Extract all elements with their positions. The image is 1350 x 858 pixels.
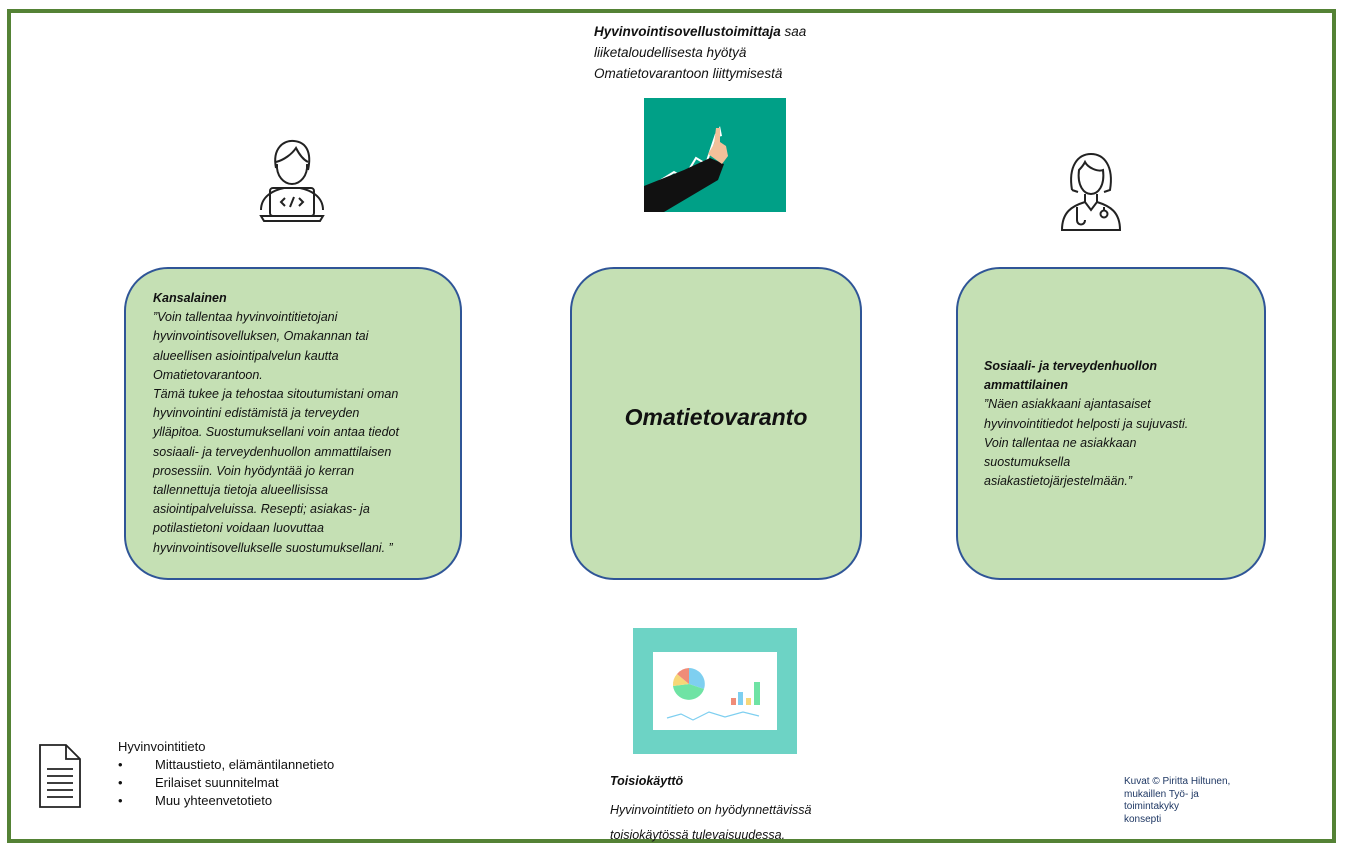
citizen-line: hyvinvointini edistämistä ja terveyden [153, 406, 360, 421]
citizen-line: potilastietoni voidaan luovuttaa [153, 521, 324, 536]
citizen-line: prosessiin. Voin hyödyntää jo kerran [153, 463, 355, 478]
professional-line: suostumuksella [984, 455, 1071, 470]
citizen-line: hyvinvointisovelluksen, Omakannan tai [153, 329, 369, 344]
center-title: Omatietovaranto [624, 404, 808, 430]
secondary-use-text: Toisiokäyttö Hyvinvointitieto on hyödynn… [610, 774, 930, 848]
professional-text: Sosiaali- ja terveydenhuollon ammattilai… [984, 357, 1264, 491]
legend-item: Erilaiset suunnitelmat [118, 774, 334, 792]
dashboard-chart-icon [633, 628, 797, 754]
professional-line: ”Näen asiakkaani ajantasaiset [984, 397, 1151, 412]
legend-list: Mittaustieto, elämäntilannetieto Erilais… [118, 756, 334, 810]
document-icon [39, 744, 81, 808]
professional-box [956, 267, 1266, 580]
image-credits: Kuvat © Piritta Hiltunen, mukaillen Työ-… [1124, 776, 1230, 826]
secondary-use-title: Toisiokäyttö [610, 774, 684, 788]
credits-line: toimintakyky [1124, 801, 1180, 812]
citizen-line: Omatietovarantoon. [153, 367, 263, 382]
credits-line: mukaillen Työ- ja [1124, 788, 1199, 800]
provider-text: Hyvinvointisovellustoimittaja saa liiket… [594, 21, 894, 84]
credits-line: konsepti [1124, 813, 1162, 825]
citizen-title: Kansalainen [153, 291, 227, 305]
legend-item: Muu yhteenvetotieto [118, 792, 334, 810]
growth-chart-hand-icon [644, 98, 786, 212]
person-laptop-icon [259, 139, 325, 222]
provider-line2: liiketaloudellisesta hyötyä [594, 45, 747, 60]
professional-title-line1: Sosiaali- ja terveydenhuollon [984, 359, 1157, 373]
professional-line: hyvinvointitiedot helposti ja sujuvasti. [984, 416, 1189, 431]
citizen-line: ”Voin tallentaa hyvinvointitietojani [153, 310, 338, 325]
citizen-box [124, 267, 462, 580]
secondary-use-line2: toisiokäytössä tulevaisuudessa. [610, 828, 786, 842]
citizen-line: tallennettuja tietoja alueellisissa [153, 483, 329, 498]
diagram-frame [7, 9, 1336, 843]
citizen-line: ylläpitoa. Suostumuksellani voin antaa t… [153, 425, 399, 440]
citizen-line: alueellisen asiointipalvelun kautta [153, 348, 339, 363]
legend-item: Mittaustieto, elämäntilannetieto [118, 756, 334, 774]
citizen-text: Kansalainen ”Voin tallentaa hyvinvointit… [153, 289, 453, 558]
secondary-use-line1: Hyvinvointitieto on hyödynnettävissä [610, 803, 812, 817]
citizen-line: asiointipalveluissa. Resepti; asiakas- j… [153, 502, 370, 517]
citizen-line: hyvinvointisovellukselle suostumuksellan… [153, 540, 393, 555]
female-doctor-icon [1060, 152, 1122, 231]
provider-line3: Omatietovarantoon liittymisestä [594, 66, 783, 81]
provider-line1-rest: saa [780, 24, 807, 39]
professional-line: asiakastietojärjestelmään.” [984, 474, 1132, 489]
citizen-line: sosiaali- ja terveydenhuollon ammattilai… [153, 444, 392, 459]
citizen-line: Tämä tukee ja tehostaa sitoutumistani om… [153, 387, 399, 402]
professional-line: Voin tallentaa ne asiakkaan [984, 435, 1137, 450]
legend: Hyvinvointitieto Mittaustieto, elämäntil… [118, 738, 334, 810]
legend-title: Hyvinvointitieto [118, 739, 206, 754]
center-box [570, 267, 862, 580]
credits-line: Kuvat © Piritta Hiltunen, [1124, 776, 1231, 787]
provider-title: Hyvinvointisovellustoimittaja [594, 24, 781, 39]
professional-title-line2: ammattilainen [984, 378, 1069, 393]
